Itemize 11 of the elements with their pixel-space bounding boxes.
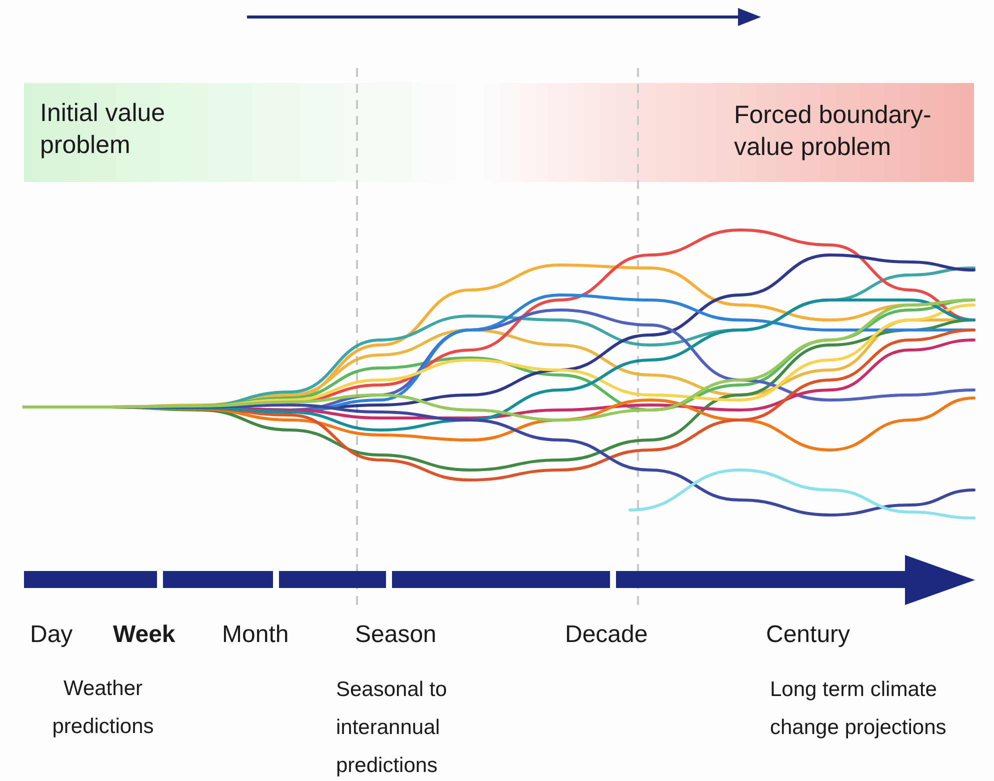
prediction-label: Weather predictions — [51, 676, 155, 740]
timescale-label: Decade — [565, 620, 648, 650]
band-heading: Forced boundary-value problem — [734, 100, 932, 163]
prediction-label: Long term climate change projections — [770, 677, 948, 741]
band-heading: Initial value problem — [40, 98, 166, 161]
timescale-label: Century — [766, 620, 850, 650]
timescale-label: Season — [355, 620, 436, 650]
timescale-label: Month — [222, 620, 289, 650]
timescale-label: Day — [30, 620, 73, 650]
timescale-label: Week — [113, 620, 176, 650]
prediction-label: Seasonal to interannual predictions — [336, 677, 448, 779]
